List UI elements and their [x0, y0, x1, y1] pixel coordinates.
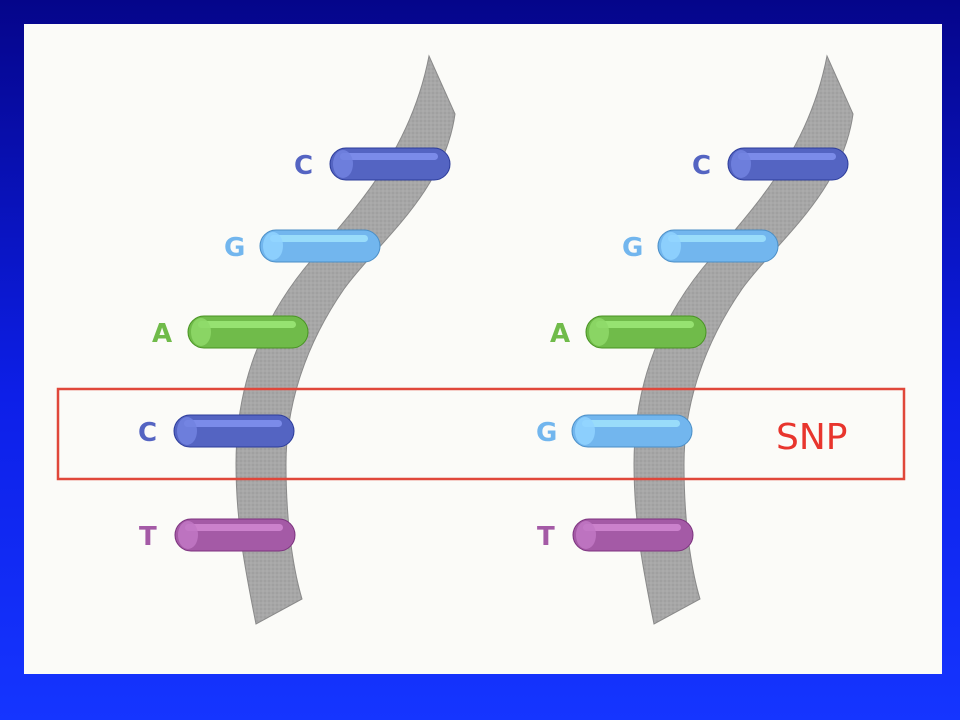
base-label-c: C: [294, 151, 313, 181]
base-rod-g: [657, 229, 779, 263]
base-rod-c: [727, 147, 849, 181]
base-label-a: A: [550, 319, 570, 349]
base-label-t: T: [139, 522, 157, 552]
diagram-panel: C G A C T C G A G T SNP: [24, 24, 942, 674]
base-label-c: C: [692, 151, 711, 181]
base-rod-g: [571, 414, 693, 448]
base-label-g: G: [622, 233, 643, 263]
base-rod-a: [585, 315, 707, 349]
base-rod-t: [572, 518, 694, 552]
base-rod-t: [174, 518, 296, 552]
base-label-g: G: [224, 233, 245, 263]
base-label-g: G: [536, 418, 557, 448]
base-rod-a: [187, 315, 309, 349]
snp-highlight-box: [56, 387, 906, 481]
base-rod-g: [259, 229, 381, 263]
base-rod-c: [329, 147, 451, 181]
snp-label: SNP: [776, 417, 848, 458]
base-label-c: C: [138, 418, 157, 448]
base-label-a: A: [152, 319, 172, 349]
snp-diagram: C G A C T C G A G T SNP: [56, 54, 906, 625]
base-label-t: T: [537, 522, 555, 552]
base-rod-c: [173, 414, 295, 448]
